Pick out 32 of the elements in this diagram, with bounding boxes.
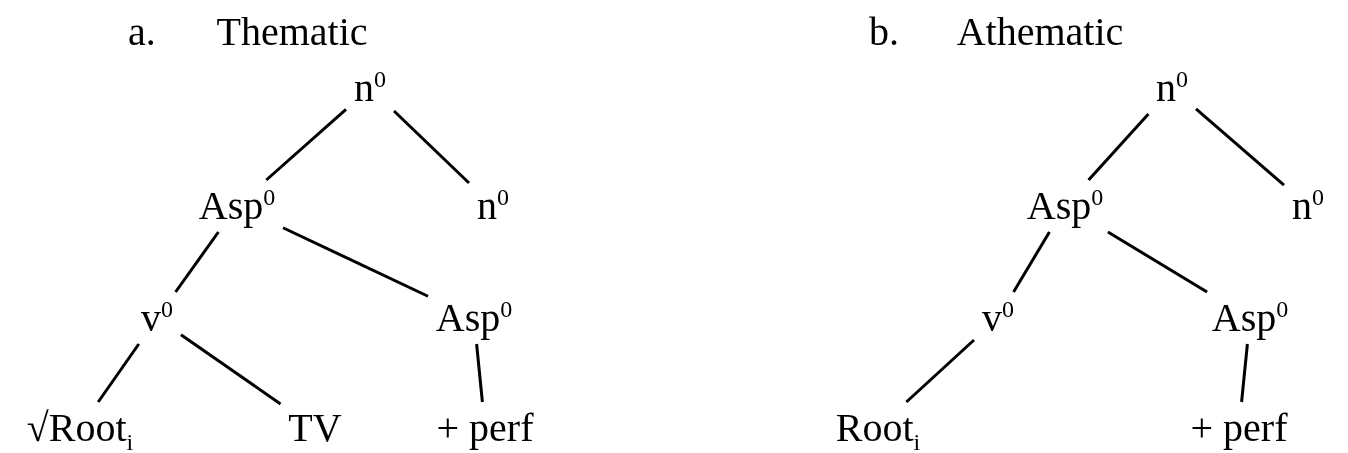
tree-branch bbox=[475, 343, 484, 403]
tree-heading: b. bbox=[869, 12, 899, 52]
tree-branch bbox=[392, 109, 471, 185]
tree-branch bbox=[180, 333, 282, 406]
tree-branch bbox=[1012, 231, 1051, 293]
tree-branch bbox=[174, 231, 220, 293]
tree-branch bbox=[1195, 107, 1285, 187]
tree-node-label: n$^{0}$ bbox=[1156, 68, 1188, 108]
tree-node-label: n$^{0}$ bbox=[477, 186, 509, 226]
tree-node-label: + perf bbox=[436, 408, 534, 448]
tree-node-label: Asp$^{0}$ bbox=[198, 186, 276, 226]
tree-branch bbox=[1087, 113, 1150, 181]
tree-node-label: Asp$^{0}$ bbox=[1026, 186, 1104, 226]
tree-node-label: n$^{0}$ bbox=[1292, 186, 1324, 226]
tree-heading: a. bbox=[128, 12, 156, 52]
tree-node-label: √Root$_{i}$ bbox=[26, 408, 134, 448]
tree-node-label: v$^{0}$ bbox=[141, 298, 173, 338]
tree-branch bbox=[265, 108, 347, 182]
tree-heading: Athematic bbox=[956, 12, 1124, 52]
tree-branch bbox=[905, 338, 975, 404]
tree-branch bbox=[1240, 343, 1249, 403]
tree-heading: Thematic bbox=[216, 12, 368, 52]
tree-branch bbox=[96, 343, 141, 403]
tree-branch bbox=[282, 226, 429, 298]
tree-node-label: Root$_{i}$ bbox=[835, 408, 921, 448]
tree-node-label: Asp$^{0}$ bbox=[435, 298, 513, 338]
tree-node-label: TV bbox=[288, 408, 342, 448]
tree-node-label: Asp$^{0}$ bbox=[1211, 298, 1289, 338]
tree-branch bbox=[1107, 230, 1208, 294]
tree-node-label: + perf bbox=[1190, 408, 1288, 448]
tree-node-label: n$^{0}$ bbox=[354, 68, 386, 108]
tree-node-label: v$^{0}$ bbox=[982, 298, 1014, 338]
